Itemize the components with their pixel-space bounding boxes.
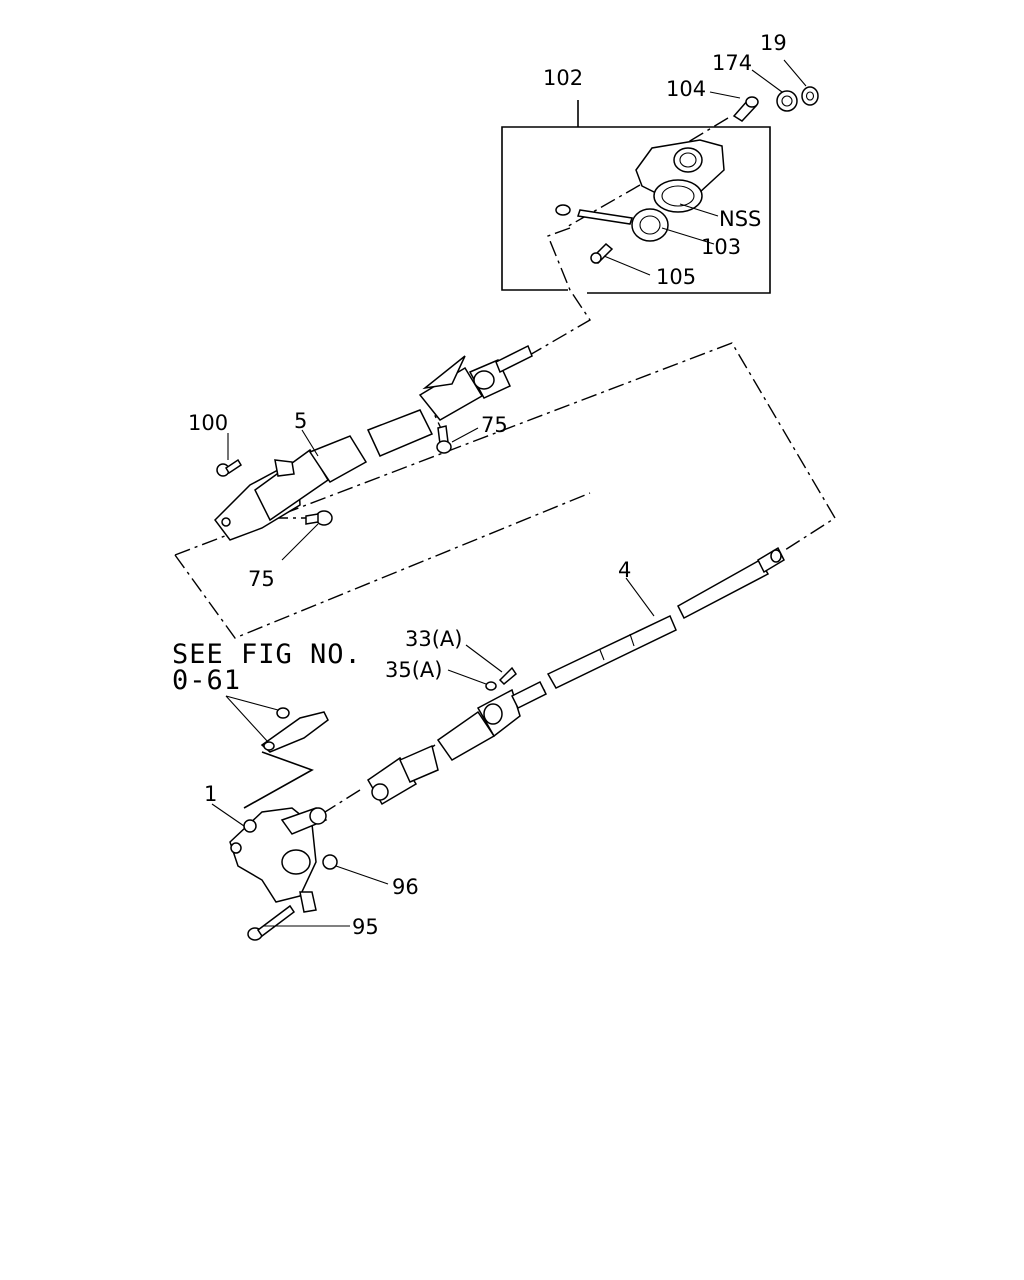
callout-5: 5 [294, 409, 307, 433]
lock-housing [555, 139, 725, 265]
bolt-100 [216, 458, 243, 477]
callout-19: 19 [760, 31, 787, 55]
callout-100: 100 [188, 411, 228, 435]
callout-75-lower: 75 [248, 567, 275, 591]
screw-104 [732, 96, 759, 122]
bolt-33a [498, 666, 517, 686]
bolt-75-lower [305, 510, 333, 526]
inset-box-102 [501, 100, 771, 294]
bushing-174 [776, 90, 798, 112]
bolt-95 [247, 904, 296, 941]
callout-104: 104 [666, 77, 706, 101]
universal-joint [367, 744, 439, 806]
see-fig-note: SEE FIG NO. 0-61 [172, 639, 362, 696]
callout-75-upper: 75 [481, 413, 508, 437]
callout-33a: 33(A) [405, 627, 462, 651]
leader-lines [211, 59, 807, 927]
clip-19 [801, 86, 819, 106]
steering-column-5 [214, 344, 533, 541]
callout-1: 1 [204, 782, 217, 806]
nut-35a [485, 681, 497, 691]
callout-nss: NSS [719, 207, 761, 231]
bolt-75-upper [436, 425, 452, 454]
see-fig-line2: 0-61 [172, 665, 241, 696]
bracket-0-61 [243, 707, 329, 809]
nut-96 [322, 854, 338, 870]
callout-4: 4 [618, 558, 631, 582]
intermediate-shaft-4 [436, 546, 785, 761]
callout-96: 96 [392, 875, 419, 899]
callout-102: 102 [543, 66, 583, 90]
callout-174: 174 [712, 51, 752, 75]
steering-gear-box-1 [229, 807, 328, 913]
callout-35a: 35(A) [385, 658, 442, 682]
callout-labels: 19 174 102 104 NSS 103 105 100 5 75 75 4… [188, 31, 787, 939]
callout-105: 105 [656, 265, 696, 289]
see-fig-line1: SEE FIG NO. [172, 639, 362, 670]
callout-103: 103 [701, 235, 741, 259]
callout-95: 95 [352, 915, 379, 939]
